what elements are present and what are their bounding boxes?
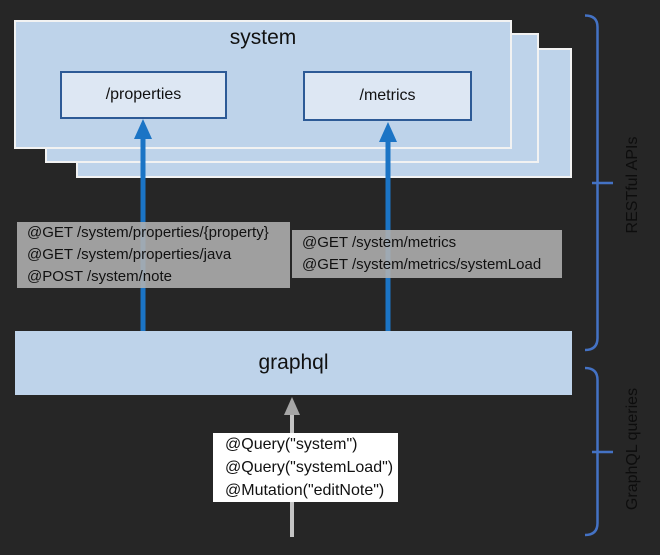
graphql-annotation-line: @Query("systemLoad"): [225, 459, 394, 476]
properties-endpoint-label: /properties: [105, 86, 182, 103]
graphql-bracket: [584, 366, 613, 537]
rest-annotation-metrics: @GET /system/metrics @GET /system/metric…: [292, 230, 562, 278]
metrics-endpoint-label: /metrics: [359, 87, 416, 104]
restful-bracket: [584, 14, 613, 352]
properties-endpoint-box: /properties: [60, 71, 227, 119]
rest-annotation-line: @GET /system/metrics/systemLoad: [302, 256, 542, 273]
rest-annotation-properties: @GET /system/properties/{property} @GET …: [17, 222, 290, 288]
graphql-annotation-line: @Query("system"): [225, 436, 358, 453]
metrics-endpoint-box: /metrics: [303, 71, 472, 121]
rest-annotation-line: @GET /system/properties/{property}: [27, 224, 269, 241]
graphql-annotation-line: @Mutation("editNote"): [225, 482, 385, 499]
graphql-bar: graphql: [15, 331, 572, 395]
rest-annotation-line: @POST /system/note: [27, 268, 172, 285]
graphql-annotation: @Query("system") @Query("systemLoad") @M…: [213, 433, 398, 502]
rest-annotation-line: @GET /system/metrics: [302, 234, 457, 251]
rest-annotation-line: @GET /system/properties/java: [27, 246, 232, 263]
restful-apis-label: RESTful APIs: [624, 136, 641, 234]
graphql-queries-label: GraphQL queries: [624, 387, 641, 511]
graphql-bar-label: graphql: [258, 351, 329, 374]
system-title: system: [229, 26, 297, 49]
